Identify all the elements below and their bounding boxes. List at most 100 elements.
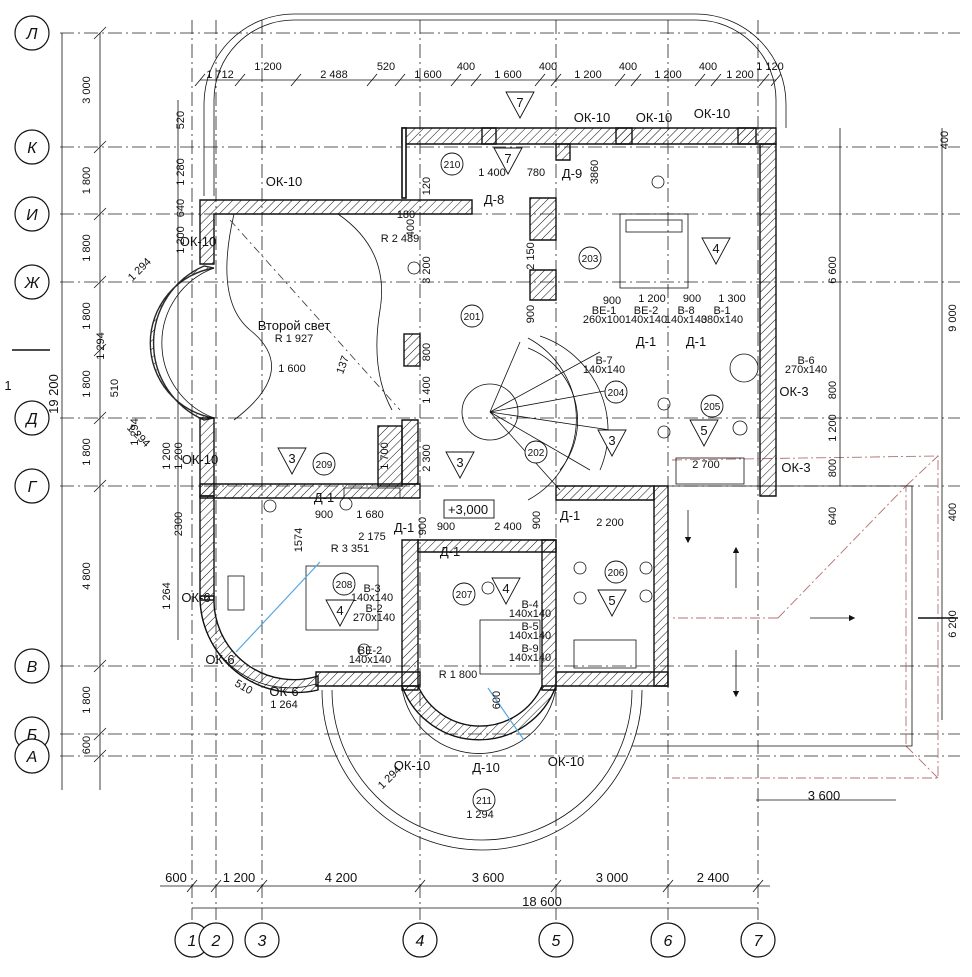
axis-row-label: А xyxy=(26,749,38,766)
bottom-total-value: 18 600 xyxy=(522,894,562,909)
axis-col-bubble xyxy=(538,922,574,958)
radius-label: 137 xyxy=(334,354,352,375)
vent-size: 140x140 xyxy=(509,652,551,664)
room-number-bubble xyxy=(578,246,602,270)
misc-dim-value: 1 400 xyxy=(478,167,506,179)
vent-code: В-2 xyxy=(365,603,382,615)
top-dim-value: 1 200 xyxy=(654,69,682,81)
vent-code: В-3 xyxy=(363,583,380,595)
axis-row-label: Б xyxy=(27,727,37,744)
bottom-dim-value: 1 200 xyxy=(223,870,256,885)
axis-row-bubble xyxy=(14,264,50,300)
right-inner-dim: 1 200 xyxy=(827,414,839,442)
door-label: Д-10 xyxy=(472,760,500,775)
dim-tick xyxy=(186,879,198,893)
door-label: Д-1 xyxy=(686,334,706,349)
elevation-mark xyxy=(689,419,719,447)
level-mark: +3,000 xyxy=(448,502,488,517)
room-number: 203 xyxy=(582,254,599,265)
elevation-mark xyxy=(701,237,731,265)
room-number-bubble xyxy=(604,560,628,584)
second-light-label: Второй свет xyxy=(258,318,331,333)
room-number: 202 xyxy=(528,448,545,459)
misc-dim-value: 1 264 xyxy=(270,699,298,711)
vent-code: В-7 xyxy=(595,355,612,367)
window-label: ОК-10 xyxy=(266,174,302,189)
misc-dim-value: 900 xyxy=(603,295,621,307)
window-label: ОК-6 xyxy=(269,684,298,699)
bay-curves xyxy=(149,13,787,851)
window-label: ОК-10 xyxy=(636,110,672,125)
misc-dim-value: 1 700 xyxy=(379,442,391,470)
left-inner-dim: 640 xyxy=(175,199,187,217)
furniture xyxy=(227,175,759,675)
level-box xyxy=(443,499,495,519)
left-dim-value: 1 800 xyxy=(81,234,93,262)
misc-dim-value: 180 xyxy=(397,209,415,221)
dim-tick xyxy=(210,879,222,893)
door-label: Д-1 xyxy=(636,334,656,349)
misc-dim-value: 900 xyxy=(531,511,543,529)
dim-tick xyxy=(550,879,562,893)
misc-dim-value: 1 200 xyxy=(161,442,173,470)
dim-tick xyxy=(93,343,107,357)
vent-code: ВЕ-2 xyxy=(358,645,382,657)
dim-tick xyxy=(394,73,406,87)
vent-size: 270x140 xyxy=(353,612,395,624)
dim-tick xyxy=(770,73,782,87)
vent-size: 140x140 xyxy=(665,314,707,326)
left-inner-dim: 2300 xyxy=(173,512,185,536)
bottom-dim-value: 600 xyxy=(165,870,187,885)
axis-row-label: Г xyxy=(28,479,38,496)
misc-dim-value: 1 300 xyxy=(718,293,746,305)
right-outer-dim: 6 200 xyxy=(947,610,959,638)
room-number-bubble xyxy=(472,788,496,812)
top-dim-value: 400 xyxy=(457,61,475,73)
axis-row-bubble xyxy=(14,738,50,774)
left-inner-dim: 520 xyxy=(175,111,187,129)
room-number: 211 xyxy=(476,796,492,807)
building-walls xyxy=(199,127,777,691)
axis-row-label: В xyxy=(27,659,38,676)
dim-tick xyxy=(550,73,562,87)
left-dim-value: 1 800 xyxy=(81,370,93,398)
misc-dim-value: 1 200 xyxy=(638,293,666,305)
top-dim-value: 2 488 xyxy=(320,69,348,81)
door-label: Д-1 xyxy=(394,520,414,535)
room-number-bubble xyxy=(700,394,724,418)
top-dim-value: 1 600 xyxy=(414,69,442,81)
dim-tick xyxy=(290,73,302,87)
dim-tick xyxy=(256,879,268,893)
axis-row-label: И xyxy=(26,207,38,224)
vent-size: 140x140 xyxy=(583,364,625,376)
misc-dim-value: 120 xyxy=(421,177,433,195)
radius-label: R 2 489 xyxy=(381,233,420,245)
door-label: Д-1 xyxy=(314,490,334,505)
room-number-bubble xyxy=(332,572,356,596)
axis-col-label: 1 xyxy=(188,933,197,950)
dim-tick xyxy=(534,73,546,87)
misc-dim-value: 900 xyxy=(417,517,429,535)
elevation-mark xyxy=(491,577,521,605)
dim-tick xyxy=(470,73,482,87)
misc-dim-value: 1 294 xyxy=(126,256,154,284)
axis-row-bubble xyxy=(14,648,50,684)
elevation-mark xyxy=(445,451,475,479)
right-inner-dim: 800 xyxy=(827,381,839,399)
axis-col-label: 6 xyxy=(664,933,673,950)
window-label: ОК-10 xyxy=(180,234,216,249)
misc-dim-value: 3860 xyxy=(589,160,601,184)
axis-row-bubble xyxy=(14,400,50,436)
misc-dim-value: 2 300 xyxy=(421,444,433,472)
misc-dim-value: 600 xyxy=(491,691,503,709)
window-label: ОК-10 xyxy=(182,452,218,467)
misc-dim-value: 2 150 xyxy=(525,242,537,270)
vent-size: 140x140 xyxy=(509,608,551,620)
dim-tick xyxy=(450,73,462,87)
elevation-mark xyxy=(597,589,627,617)
dim-tick xyxy=(234,73,246,87)
right-inner-dim: 400 xyxy=(939,131,951,149)
elevation-mark-value: 7 xyxy=(516,95,523,110)
misc-dim-value: 1 600 xyxy=(278,363,306,375)
